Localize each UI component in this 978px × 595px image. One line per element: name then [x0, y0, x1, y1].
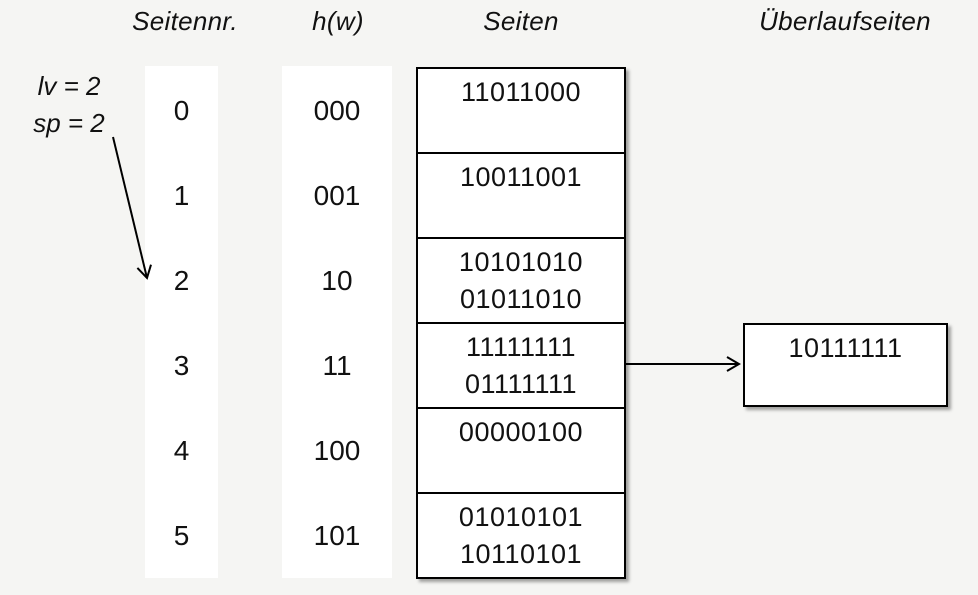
- hash-value-4: 100: [313, 434, 361, 466]
- pages-table-row-2: 10101010 01011010: [418, 239, 624, 324]
- pages-table-row-5: 01010101 10110101: [418, 494, 624, 577]
- page-number-4: 4: [173, 434, 190, 466]
- hash-value-2: 10: [321, 264, 353, 296]
- overflow-page-box: 10111111: [743, 323, 948, 407]
- page-entry-5-1: 10110101: [459, 539, 583, 569]
- page-entry-2-0: 10101010: [458, 247, 584, 277]
- header-hash-function: h(w): [312, 6, 364, 36]
- header-seitennr: Seitennr.: [132, 6, 238, 36]
- pages-table-row-3: 11111111 01111111: [418, 324, 624, 409]
- page-number-3: 3: [173, 349, 190, 381]
- page-entry-0-0: 11011000: [460, 77, 582, 107]
- annotation-lv-sp: lv = 2 sp = 2: [20, 68, 118, 142]
- page-entry-3-0: 11111111: [465, 332, 577, 362]
- hash-value-column: 000 001 10 11 100 101: [282, 68, 392, 578]
- page-number-5: 5: [173, 519, 190, 551]
- hash-value-3: 11: [322, 349, 352, 381]
- page-number-column: 0 1 2 3 4 5: [145, 68, 218, 578]
- page-number-2: 2: [173, 264, 190, 296]
- hash-value-5: 101: [313, 519, 361, 551]
- page-entry-1-0: 10011001: [459, 162, 583, 192]
- page-number-0: 0: [173, 94, 190, 126]
- page-entry-5-0: 01010101: [458, 502, 584, 532]
- page-entry-2-1: 01011010: [459, 284, 583, 314]
- hash-value-0: 000: [313, 94, 361, 126]
- pages-table-row-1: 10011001: [418, 154, 624, 239]
- page-number-column-background: [145, 66, 218, 578]
- annotation-sp: sp = 2: [33, 108, 105, 138]
- annotation-lv: lv = 2: [37, 71, 101, 101]
- header-seiten: Seiten: [483, 6, 559, 36]
- overflow-page-entries: 10111111: [788, 330, 902, 367]
- annotation-arrow: [112, 136, 152, 280]
- pages-table-row-4: 00000100: [418, 409, 624, 494]
- hash-column-background: [282, 66, 392, 578]
- page-entry-3-1: 01111111: [464, 369, 578, 399]
- pages-table: 11011000 10011001 10101010 01011010 11111111…: [416, 67, 626, 579]
- overflow-entry-0: 10111111: [788, 333, 903, 363]
- hash-value-1: 001: [313, 179, 361, 211]
- header-ueberlaufseiten: Überlaufseiten: [759, 6, 931, 36]
- pages-table-row-0: 11011000: [418, 69, 624, 154]
- page-number-1: 1: [173, 179, 190, 211]
- page-entry-4-0: 00000100: [458, 417, 584, 447]
